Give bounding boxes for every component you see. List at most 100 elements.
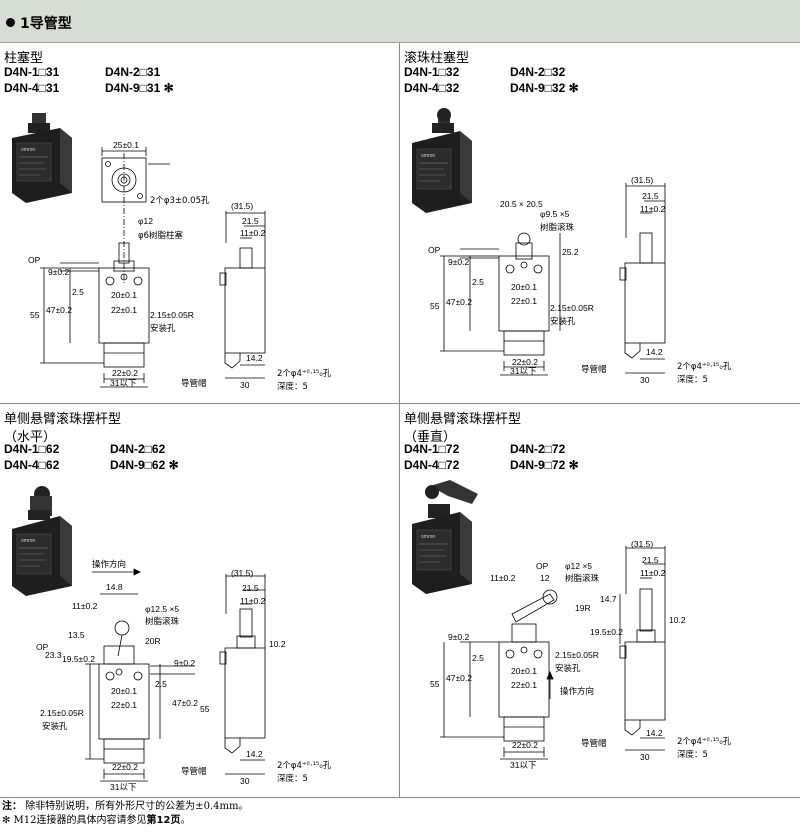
section-title-plunger: 柱塞型 — [4, 51, 44, 66]
side-view — [619, 183, 666, 374]
svg-text:(31.5): (31.5) — [231, 568, 253, 578]
section-subtitle: （垂直） — [404, 430, 457, 445]
svg-text:φ12 ×5: φ12 ×5 — [565, 561, 592, 571]
svg-text:11±0.2: 11±0.2 — [72, 601, 98, 611]
plunger-drawing: omron 25±0.1 2个φ3±0.05孔 φ12 φ6树脂柱塞 — [12, 113, 332, 392]
svg-text:φ9.5 ×5: φ9.5 ×5 — [540, 209, 570, 219]
svg-text:omron: omron — [421, 153, 435, 159]
svg-text:11±0.2: 11±0.2 — [640, 568, 666, 578]
svg-text:22±0.1: 22±0.1 — [111, 305, 137, 315]
svg-text:30: 30 — [240, 776, 250, 786]
svg-text:(31.5): (31.5) — [231, 201, 253, 211]
svg-text:11±0.2: 11±0.2 — [640, 204, 666, 214]
svg-text:13.5: 13.5 — [68, 630, 85, 640]
section-header: 1导管型 — [0, 0, 800, 43]
model-code: D4N-9□72 ✻ — [510, 458, 579, 472]
svg-text:21.5: 21.5 — [642, 191, 659, 201]
svg-text:14.2: 14.2 — [646, 728, 663, 738]
svg-text:30: 30 — [240, 380, 250, 390]
svg-text:47±0.2: 47±0.2 — [46, 305, 72, 315]
svg-text:14.2: 14.2 — [246, 749, 263, 759]
svg-text:(31.5): (31.5) — [631, 539, 653, 549]
svg-text:11±0.2: 11±0.2 — [490, 573, 516, 583]
svg-text:深度：5: 深度：5 — [277, 381, 308, 392]
front-view — [440, 232, 561, 376]
side-view — [219, 211, 266, 379]
svg-text:2.15±0.05R: 2.15±0.05R — [550, 303, 594, 313]
roller-plunger-drawing: omron 20.5 × 20.5 φ9.5 ×5 树脂滚珠 — [412, 108, 732, 385]
svg-text:导管帽: 导管帽 — [181, 378, 207, 389]
svg-text:22±0.1: 22±0.1 — [511, 296, 537, 306]
svg-text:2.5: 2.5 — [155, 679, 167, 689]
svg-text:2.15±0.05R: 2.15±0.05R — [150, 310, 194, 320]
svg-text:19R: 19R — [575, 603, 591, 613]
svg-text:55: 55 — [30, 310, 40, 320]
svg-text:树脂滚珠: 树脂滚珠 — [565, 573, 600, 584]
svg-text:深度：5: 深度：5 — [677, 374, 708, 385]
switch-photo: omron — [412, 108, 472, 213]
svg-text:安装孔: 安装孔 — [555, 663, 581, 674]
svg-text:20.5 × 20.5: 20.5 × 20.5 — [500, 199, 543, 209]
vertical-lever-drawing: omron OP 11±0.2 12 φ12 ×5 树脂滚珠 19R 14.7 … — [412, 480, 732, 770]
svg-text:OP: OP — [428, 245, 441, 255]
svg-text:树脂滚珠: 树脂滚珠 — [540, 222, 575, 233]
model-code: D4N-4□31 — [4, 81, 60, 95]
switch-photo: omron — [412, 480, 478, 594]
svg-text:31以下: 31以下 — [110, 782, 137, 792]
svg-text:2个φ4⁺⁰·¹⁵₀孔: 2个φ4⁺⁰·¹⁵₀孔 — [677, 737, 732, 747]
model-code: D4N-1□62 — [4, 442, 60, 456]
svg-text:OP: OP — [36, 642, 49, 652]
svg-text:12: 12 — [540, 573, 550, 583]
svg-text:21.5: 21.5 — [242, 216, 259, 226]
section-subtitle: （水平） — [4, 430, 57, 445]
svg-text:安装孔: 安装孔 — [150, 323, 176, 334]
svg-text:9±0.2: 9±0.2 — [48, 267, 69, 277]
model-code: D4N-1□72 — [404, 442, 460, 456]
section-title-horizontal: 单侧悬臂滚珠摆杆型 — [4, 412, 122, 427]
svg-text:11±0.2: 11±0.2 — [240, 596, 266, 606]
switch-photo: omron — [12, 486, 72, 596]
svg-text:omron: omron — [21, 147, 35, 153]
svg-text:2.15±0.05R: 2.15±0.05R — [555, 650, 599, 660]
svg-text:22±0.1: 22±0.1 — [111, 700, 137, 710]
svg-text:2个φ3±0.05孔: 2个φ3±0.05孔 — [150, 196, 210, 206]
svg-text:14.2: 14.2 — [646, 347, 663, 357]
svg-text:30: 30 — [640, 375, 650, 385]
svg-text:25±0.1: 25±0.1 — [113, 140, 139, 150]
svg-text:安装孔: 安装孔 — [42, 721, 68, 732]
svg-text:22±0.2: 22±0.2 — [112, 368, 138, 378]
svg-text:22±0.2: 22±0.2 — [512, 357, 538, 367]
svg-text:2个φ4⁺⁰·¹⁵₀孔: 2个φ4⁺⁰·¹⁵₀孔 — [677, 362, 732, 372]
svg-text:树脂滚珠: 树脂滚珠 — [145, 616, 180, 627]
tolerance-note: 注： 除非特别说明，所有外形尺寸的公差为±0.4mm。 — [2, 801, 249, 812]
svg-text:47±0.2: 47±0.2 — [446, 297, 472, 307]
svg-text:φ6树脂柱塞: φ6树脂柱塞 — [138, 230, 184, 241]
front-view — [40, 242, 150, 388]
svg-text:55: 55 — [200, 704, 210, 714]
svg-text:2.15±0.05R: 2.15±0.05R — [40, 708, 84, 718]
svg-text:31以下: 31以下 — [510, 760, 537, 770]
front-view — [85, 568, 195, 782]
footer-notes: 注： 除非特别说明，所有外形尺寸的公差为±0.4mm。 ✻ M12连接器的具体内… — [2, 800, 248, 828]
svg-text:20±0.1: 20±0.1 — [511, 282, 537, 292]
top-view — [101, 147, 170, 283]
svg-text:安装孔: 安装孔 — [550, 316, 576, 327]
svg-text:操作方向: 操作方向 — [560, 686, 594, 697]
svg-text:14.2: 14.2 — [246, 353, 263, 363]
svg-text:55: 55 — [430, 679, 440, 689]
model-code: D4N-2□62 — [110, 442, 166, 456]
svg-text:31以下: 31以下 — [110, 378, 137, 388]
svg-text:2个φ4⁺⁰·¹⁵₀孔: 2个φ4⁺⁰·¹⁵₀孔 — [277, 369, 332, 379]
svg-text:22±0.2: 22±0.2 — [512, 740, 538, 750]
page-reference[interactable]: 第12页 — [146, 815, 181, 826]
svg-text:55: 55 — [430, 301, 440, 311]
quadrant-roller-plunger: 滚珠柱塞型 D4N-1□32 D4N-2□32 D4N-4□32 D4N-9□3… — [400, 43, 800, 404]
svg-text:导管帽: 导管帽 — [581, 364, 607, 375]
model-code: D4N-9□31 ✻ — [105, 81, 174, 95]
quadrant-roller-lever-horizontal: 单侧悬臂滚珠摆杆型 （水平） D4N-1□62 D4N-2□62 D4N-4□6… — [0, 404, 400, 798]
svg-text:φ12.5 ×5: φ12.5 ×5 — [145, 604, 179, 614]
svg-text:25.2: 25.2 — [562, 247, 579, 257]
svg-text:23.3: 23.3 — [45, 650, 62, 660]
front-view — [440, 589, 621, 760]
svg-text:22±0.1: 22±0.1 — [511, 680, 537, 690]
